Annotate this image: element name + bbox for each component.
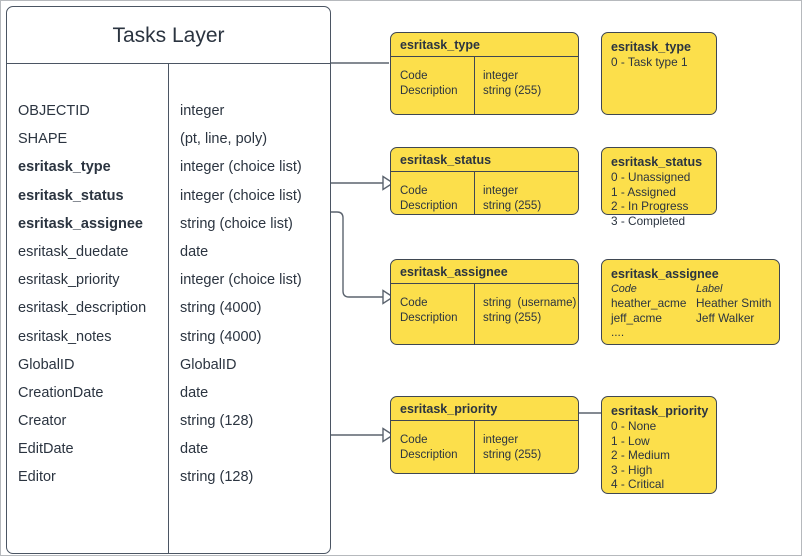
domain-table-status-fields: Code Description bbox=[400, 185, 458, 212]
table-row: GlobalID bbox=[180, 356, 237, 373]
column-header-label: Label bbox=[696, 283, 723, 295]
assignee-label: Jeff Walker bbox=[696, 310, 755, 325]
list-header-row: Code Label bbox=[611, 282, 770, 296]
domain-table-status-types: integer string (255) bbox=[483, 185, 542, 212]
assignee-code: .... bbox=[611, 325, 625, 340]
domain-table-priority-types: integer string (255) bbox=[483, 434, 542, 461]
domain-table-status[interactable]: esritask_status Code Description integer… bbox=[390, 147, 579, 215]
domain-table-assignee[interactable]: esritask_assignee Code Description strin… bbox=[390, 259, 579, 345]
table-row: integer (choice list) bbox=[180, 187, 302, 204]
list-item: .... bbox=[611, 325, 770, 340]
table-row: SHAPE bbox=[18, 131, 68, 148]
list-item: 0 - None bbox=[611, 419, 657, 433]
table-row: esritask_status bbox=[18, 187, 124, 204]
list-item: 3 - Completed bbox=[611, 213, 686, 228]
list-item: 4 - Critical bbox=[611, 477, 665, 492]
value-list-status[interactable]: esritask_status 0 - Unassigned 1 - Assig… bbox=[601, 147, 717, 228]
table-row: date bbox=[180, 441, 209, 458]
table-row: Editor bbox=[18, 469, 56, 486]
table-row: esritask_notes bbox=[18, 328, 112, 345]
table-row: string (choice list) bbox=[180, 215, 293, 232]
domain-table-assignee-body: Code Description string (username) strin… bbox=[391, 284, 578, 344]
table-row: integer bbox=[180, 103, 225, 119]
table-row: date bbox=[180, 384, 209, 401]
table-row: CreationDate bbox=[18, 384, 104, 401]
column-divider bbox=[474, 421, 475, 473]
domain-table-type[interactable]: esritask_type Code Description integer s… bbox=[390, 32, 579, 115]
table-row: string (128) bbox=[180, 413, 254, 430]
list-item: 0 - Task type 1 bbox=[611, 55, 688, 69]
domain-table-status-title: esritask_status bbox=[391, 148, 578, 172]
column-divider bbox=[168, 64, 169, 553]
column-divider bbox=[474, 172, 475, 214]
table-row: integer (choice list) bbox=[180, 159, 302, 176]
value-list-assignee-title: esritask_assignee bbox=[611, 267, 719, 281]
table-row: integer (choice list) bbox=[180, 272, 302, 289]
table-row: esritask_type bbox=[18, 159, 111, 176]
domain-table-priority[interactable]: esritask_priority Code Description integ… bbox=[390, 396, 579, 474]
tasks-layer-table[interactable]: Tasks Layer OBJECTID SHAPE esritask_type… bbox=[6, 6, 331, 554]
domain-table-type-body: Code Description integer string (255) bbox=[391, 57, 578, 114]
value-list-priority-title: esritask_priority bbox=[611, 404, 709, 418]
list-item: 1 - Low bbox=[611, 433, 650, 448]
domain-table-assignee-types: string (username) string (255) bbox=[483, 297, 577, 324]
page-title: Tasks Layer bbox=[7, 7, 330, 64]
connector-assignee-line bbox=[331, 211, 383, 298]
domain-table-type-types: integer string (255) bbox=[483, 70, 542, 97]
table-row: esritask_assignee bbox=[18, 215, 143, 232]
table-row: string (4000) bbox=[180, 328, 262, 345]
value-list-status-title: esritask_status bbox=[611, 155, 703, 169]
assignee-code: heather_acme bbox=[611, 296, 687, 310]
table-row: Creator bbox=[18, 413, 67, 430]
list-item: 3 - High bbox=[611, 462, 653, 477]
table-row: GlobalID bbox=[18, 356, 75, 373]
value-list-type[interactable]: esritask_type 0 - Task type 1 bbox=[601, 32, 717, 115]
assignee-code: jeff_acme bbox=[611, 310, 662, 325]
table-row: string (128) bbox=[180, 469, 254, 486]
list-item: 2 - In Progress bbox=[611, 199, 689, 214]
domain-table-type-title: esritask_type bbox=[391, 33, 578, 57]
domain-table-priority-title: esritask_priority bbox=[391, 397, 578, 421]
assignee-label bbox=[696, 325, 770, 340]
domain-table-assignee-fields: Code Description bbox=[400, 297, 458, 324]
table-row: esritask_duedate bbox=[18, 243, 129, 260]
table-row: date bbox=[180, 243, 209, 260]
assignee-label: Heather Smith bbox=[696, 296, 772, 310]
tasks-layer-body: OBJECTID SHAPE esritask_type esritask_st… bbox=[7, 64, 330, 553]
column-divider bbox=[474, 284, 475, 344]
table-row: EditDate bbox=[18, 441, 74, 458]
domain-table-type-fields: Code Description bbox=[400, 70, 458, 97]
value-list-assignee[interactable]: esritask_assignee Code Label heather_acm… bbox=[601, 259, 780, 345]
table-row: (pt, line, poly) bbox=[180, 131, 268, 148]
value-list-priority[interactable]: esritask_priority 0 - None 1 - Low 2 - M… bbox=[601, 396, 717, 494]
table-row: OBJECTID bbox=[18, 103, 90, 119]
table-row: esritask_priority bbox=[18, 272, 120, 289]
field-name-column: OBJECTID SHAPE esritask_type esritask_st… bbox=[7, 64, 168, 492]
domain-table-assignee-title: esritask_assignee bbox=[391, 260, 578, 284]
column-divider bbox=[474, 57, 475, 114]
domain-table-priority-body: Code Description integer string (255) bbox=[391, 421, 578, 473]
table-row: string (4000) bbox=[180, 300, 262, 317]
value-list-type-title: esritask_type bbox=[611, 40, 691, 54]
list-item: 1 - Assigned bbox=[611, 184, 676, 199]
list-item: 2 - Medium bbox=[611, 448, 671, 463]
table-row: esritask_description bbox=[18, 300, 147, 317]
list-item: jeff_acme Jeff Walker bbox=[611, 311, 770, 326]
list-item: 0 - Unassigned bbox=[611, 170, 691, 184]
domain-table-priority-fields: Code Description bbox=[400, 434, 458, 461]
column-header-code: Code bbox=[611, 283, 637, 295]
field-type-column: integer (pt, line, poly) integer (choice… bbox=[168, 64, 332, 492]
list-item: heather_acme Heather Smith bbox=[611, 296, 772, 311]
domain-table-status-body: Code Description integer string (255) bbox=[391, 172, 578, 214]
